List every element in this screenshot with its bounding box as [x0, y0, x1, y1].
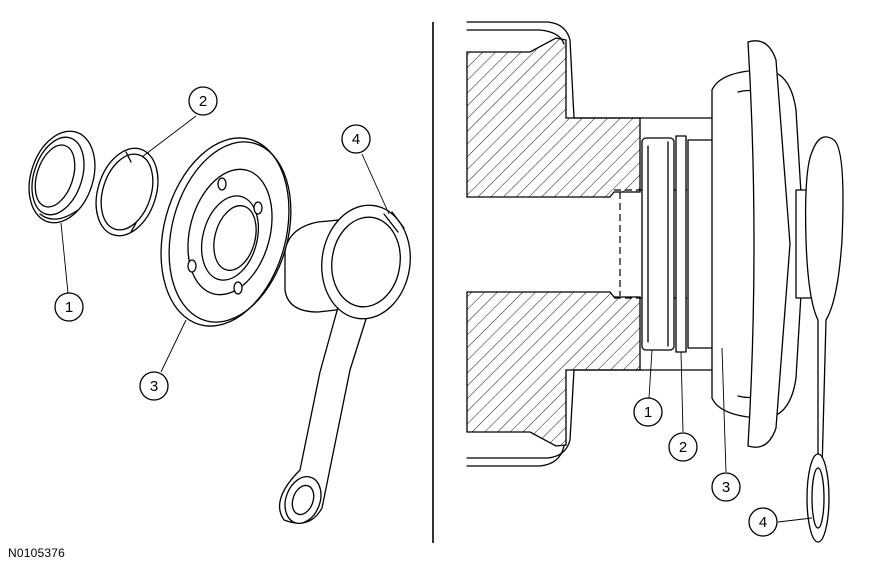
outer-casing: [466, 21, 723, 467]
callout-right-4: 4: [748, 507, 778, 537]
ring-part-2: [95, 147, 159, 237]
ring-section-2: [675, 135, 687, 353]
callout-right-1: 1: [633, 397, 663, 427]
callout-left-1: 1: [54, 292, 84, 322]
hub-part-3: [160, 137, 292, 327]
seal-section-1: [641, 137, 675, 351]
exploded-view: 1 2 3 4: [28, 86, 411, 524]
callout-left-2-label: 2: [199, 93, 207, 110]
callout-left-4-label: 4: [352, 131, 360, 148]
leader-lines-right: [648, 347, 813, 523]
callout-right-2-label: 2: [679, 439, 687, 456]
tool-section-4: [795, 136, 844, 543]
callout-right-4-label: 4: [759, 514, 767, 531]
hub-section-3: [687, 40, 805, 448]
callout-left-3-label: 3: [150, 378, 158, 395]
housing-section-bottom: [466, 291, 641, 447]
tool-part-4: [279, 204, 411, 524]
seal-part-1: [28, 130, 96, 224]
callout-left-2: 2: [188, 86, 218, 116]
leader-lines-left: [60, 115, 390, 373]
figure-id: N0105376: [8, 546, 65, 560]
callout-right-1-label: 1: [644, 404, 652, 421]
cross-section-view: 1 2 3 4: [466, 21, 844, 543]
callout-right-3-label: 3: [722, 479, 730, 496]
callout-right-3: 3: [711, 472, 741, 502]
callout-left-1-label: 1: [65, 299, 73, 316]
callout-left-4: 4: [341, 124, 371, 154]
callout-right-2: 2: [668, 432, 698, 462]
callout-left-3: 3: [139, 371, 169, 401]
